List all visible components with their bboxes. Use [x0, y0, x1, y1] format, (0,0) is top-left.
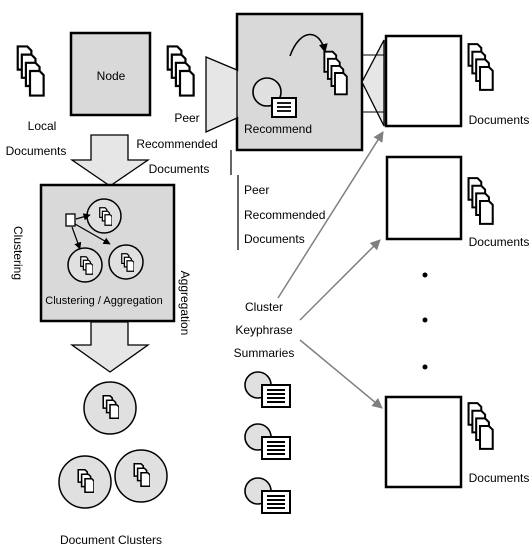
connector-to-peer-2 — [299, 239, 381, 321]
local-documents-label-1: Local — [28, 119, 57, 133]
ellipsis-dot-3 — [422, 364, 428, 370]
peer-box-2 — [385, 155, 463, 241]
peer-documents-icon — [166, 45, 195, 97]
local-documents-label-2: Documents — [6, 144, 67, 158]
document-clusters-label: Document Clusters — [60, 533, 162, 547]
connector-to-peer-3 — [299, 339, 383, 409]
documents-label-1: Documents — [469, 113, 530, 127]
summary-icon-1 — [244, 371, 291, 408]
peer-recommended-top-label-2: Recommended — [136, 137, 217, 151]
node-box — [69, 31, 152, 117]
right-arrow-in — [361, 39, 385, 127]
recommend-label: Recommend — [244, 122, 312, 136]
down-arrow-2 — [69, 321, 151, 373]
documents-label-3: Documents — [469, 471, 530, 485]
node-label: Node — [97, 69, 126, 83]
local-documents-icon — [16, 45, 45, 97]
aggregation-side-label: Aggregation — [178, 271, 192, 336]
peer-documents-icon-1 — [467, 42, 494, 92]
peer-recommended-mid-label-3: Documents — [244, 232, 305, 246]
left-arrow — [205, 56, 238, 134]
summary-icon-2 — [244, 423, 291, 460]
summary-icon-3 — [244, 477, 291, 514]
connector-to-peer-1 — [277, 131, 384, 299]
peer-recommended-mid-label-2: Recommended — [244, 208, 325, 222]
ellipsis-dot-1 — [422, 272, 428, 278]
ellipsis-dot-2 — [422, 317, 428, 323]
peer-documents-icon-2 — [467, 176, 494, 226]
documents-label-2: Documents — [469, 235, 530, 249]
peer-recommended-top-label-3: Documents — [149, 162, 210, 176]
peer-box-1 — [384, 34, 463, 128]
peer-documents-icon-3 — [467, 401, 494, 451]
down-arrow-1 — [69, 134, 151, 187]
cluster-summaries-label-2: Keyphrase — [235, 323, 293, 337]
recommend-loop-arrow — [289, 33, 328, 57]
cluster-summaries-label-3: Summaries — [234, 346, 295, 360]
cluster-summaries-label-1: Cluster — [245, 300, 283, 314]
peer-recommended-mid-label-1: Peer — [244, 183, 269, 197]
peer-box-3 — [384, 395, 463, 489]
clustering-side-label: Clustering — [11, 226, 25, 280]
peer-recommended-top-label-1: Peer — [174, 111, 199, 125]
clustering-aggregation-label: Clustering / Aggregation — [45, 295, 162, 307]
source-doc-icon — [65, 213, 76, 227]
